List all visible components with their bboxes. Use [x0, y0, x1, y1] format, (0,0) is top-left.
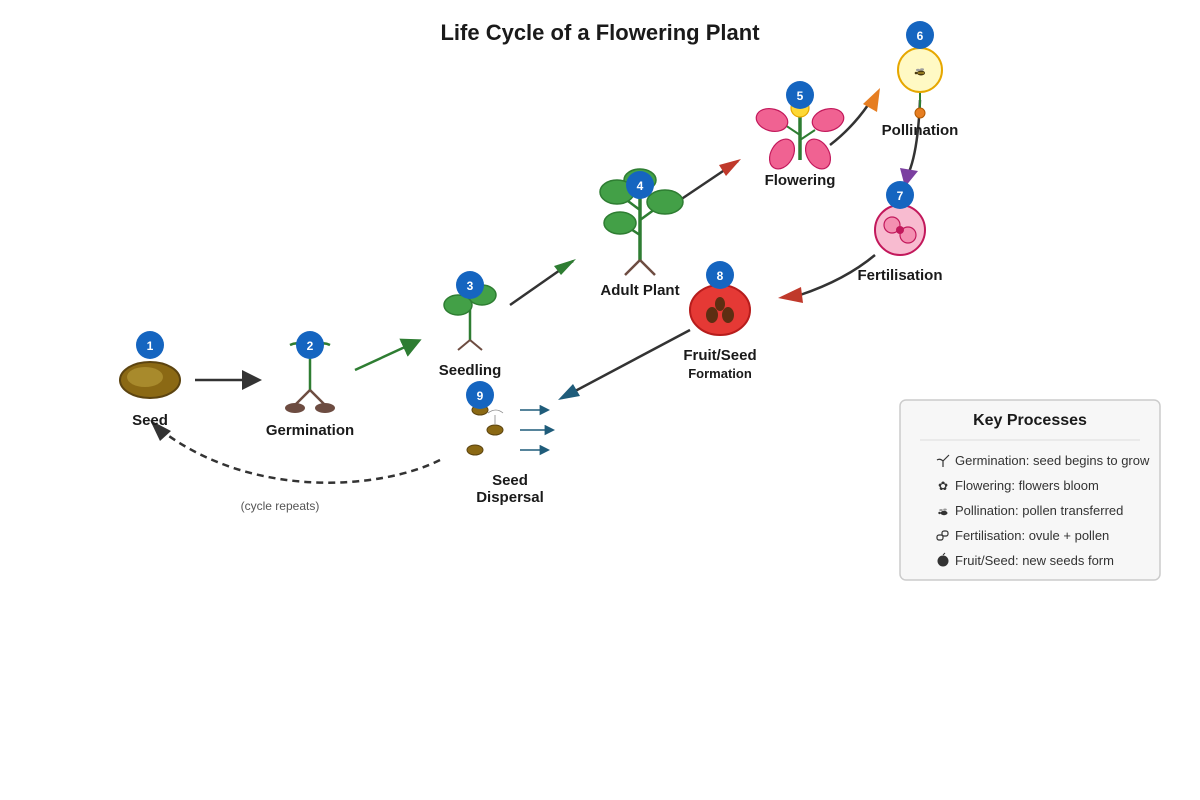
pollination-stigma: [914, 107, 926, 119]
stage-flowering: 5 Flowering: [755, 81, 845, 189]
stage-4-label: Adult Plant: [600, 282, 679, 299]
arrow-adult-to-flowering-head: [719, 159, 741, 176]
dispersal-seed-middle: [486, 424, 504, 436]
cycle-repeats-note: (cycle repeats): [241, 499, 320, 513]
stage-1-label: Seed: [132, 412, 168, 429]
germination-root-right: [309, 389, 326, 406]
stage-5-label: Flowering: [765, 172, 836, 189]
stage-7-badge: [886, 181, 914, 209]
dispersal-seed-bottom: [466, 444, 484, 456]
legend-item-pollination: Pollination: pollen transferred: [955, 503, 1123, 518]
arrow-fruit-to-dispersal-head: [558, 384, 580, 400]
arrow-germination-to-seedling: [354, 338, 422, 372]
legend-item-flowering: Flowering: flowers bloom: [955, 478, 1099, 493]
stage-6-badge: [906, 21, 934, 49]
fruit-seed-top: [715, 297, 725, 311]
ovule-cell-right: [899, 226, 917, 244]
stage-fertilisation: 7 Fertilisation: [857, 181, 943, 284]
bee-icon: [914, 68, 925, 76]
stage-8-number: 8: [717, 269, 724, 283]
blossom-icon: ✿: [938, 479, 948, 493]
stage-seed-dispersal: 9 Seed Dispersal: [466, 381, 556, 506]
stage-germination: 2 Germination: [266, 331, 354, 439]
legend-item-fruit-seed: Fruit/Seed: new seeds form: [955, 553, 1114, 568]
petal-top-right: [811, 107, 845, 133]
arrow-seedling-to-adult-head: [554, 259, 576, 275]
stage-9-label: Seed: [492, 472, 528, 489]
stage-8-badge: [706, 261, 734, 289]
seedling-root-left: [457, 339, 471, 351]
stage-3-number: 3: [467, 279, 474, 293]
flower-branch-left: [784, 124, 801, 136]
stage-7-label: Fertilisation: [857, 267, 942, 284]
stage-3-badge: [456, 271, 484, 299]
stage-5-badge: [786, 81, 814, 109]
arrow-flowering-to-pollination-head: [863, 88, 880, 112]
flower-branch-right: [799, 129, 816, 141]
arrow-fertilisation-to-fruit: [799, 254, 876, 297]
stage-9-number: 9: [477, 389, 484, 403]
stage-1-number: 1: [147, 339, 154, 353]
stage-9-badge: [466, 381, 494, 409]
arrow-fertilisation-to-fruit-head: [778, 287, 803, 303]
germination-seed-right: [315, 403, 335, 413]
stage-adult-plant: 4 Adult Plant: [599, 168, 684, 299]
legend-bee-icon: [938, 508, 948, 516]
seedling-root-right: [469, 339, 483, 351]
adult-leaf-left-bottom: [603, 211, 637, 235]
stage-8-label: Fruit/Seed: [683, 347, 756, 364]
arrow-flowering-to-pollination: [829, 104, 870, 146]
stage-3-label: Seedling: [439, 362, 502, 379]
seed-highlight: [127, 367, 163, 387]
stage-fruit-formation: 8 Fruit/Seed Formation: [683, 261, 757, 381]
legend: Key Processes Germination: seed begins t…: [899, 399, 1161, 581]
legend-box: [899, 399, 1161, 581]
ovule-nucleus: [896, 226, 904, 234]
stage-6-number: 6: [917, 29, 924, 43]
stage-2-label: Germination: [266, 422, 354, 439]
germination-root-left: [294, 389, 311, 406]
stage-seed: 1 Seed: [119, 331, 181, 429]
petal-bottom-left: [768, 138, 796, 170]
legend-item-germination: Germination: seed begins to grow: [955, 453, 1150, 468]
stage-seedling: 3 Seedling: [439, 271, 502, 379]
dispersal-wind-wisp: [487, 409, 504, 424]
diagram-title: Life Cycle of a Flowering Plant: [440, 20, 760, 45]
stage-2-badge: [296, 331, 324, 359]
petal-top-left: [755, 107, 789, 133]
legend-item-fertilisation: Fertilisation: ovule + pollen: [955, 528, 1109, 543]
stage-5-number: 5: [797, 89, 804, 103]
stage-1-badge: [136, 331, 164, 359]
stage-9-label-line2: Dispersal: [476, 489, 544, 506]
seedling-leaf-left: [443, 294, 473, 316]
seed-icon: [937, 552, 949, 567]
seedling-icon: [936, 454, 950, 467]
adult-leaf-right: [646, 189, 684, 215]
ovule-cell-left: [883, 216, 901, 234]
arrow-dispersal-to-seed-cycle: [157, 427, 441, 484]
stage-4-number: 4: [637, 179, 644, 193]
arrow-fruit-to-dispersal: [561, 328, 691, 400]
germination-seed-left: [285, 403, 305, 413]
stage-pollination: 6 Pollination: [882, 21, 959, 139]
link-icon: [936, 530, 949, 541]
stage-4-badge: [626, 171, 654, 199]
arrow-dispersal-to-seed-head: [150, 420, 171, 441]
petal-bottom-right: [804, 138, 832, 170]
stage-2-number: 2: [307, 339, 314, 353]
fruit-seed-left: [706, 307, 718, 323]
stage-8-sublabel: Formation: [688, 366, 752, 381]
legend-title: Key Processes: [973, 412, 1087, 429]
stage-6-label: Pollination: [882, 122, 959, 139]
adult-root-right: [639, 259, 656, 276]
stage-7-number: 7: [897, 189, 904, 203]
fruit-seed-right: [722, 307, 734, 323]
adult-root-left: [624, 259, 641, 276]
